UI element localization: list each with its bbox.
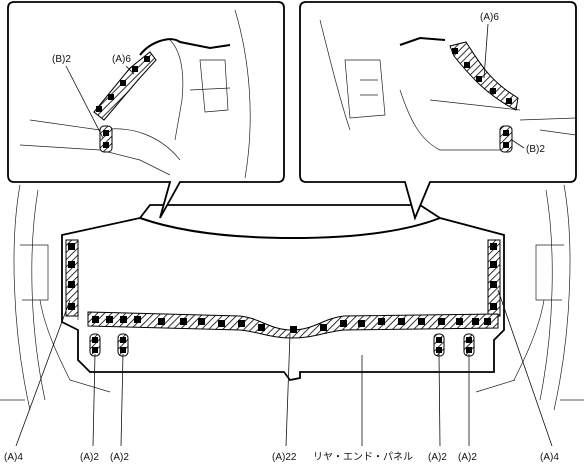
left-vertical-seal (65, 239, 79, 317)
right-vertical-seal (487, 239, 501, 317)
label-inset-left-b: (B)2 (52, 54, 71, 65)
leader-lines (15, 23, 553, 447)
horizontal-seal (87, 311, 499, 339)
callout-labels: (B)2 (A)6 (A)6 (B)2 (A)4 (A)2 (A)2 (A)22… (4, 12, 559, 463)
label-inset-right-b: (B)2 (526, 144, 545, 155)
label-left-side: (A)4 (4, 452, 23, 463)
label-bottom-a22: (A)22 (272, 452, 297, 463)
label-bottom-a2-1: (A)2 (80, 452, 99, 463)
label-right-side: (A)4 (540, 452, 559, 463)
label-inset-right-a: (A)6 (480, 12, 499, 23)
label-rear-end-panel: リヤ・エンド・パネル (313, 451, 413, 463)
left-detail-inset (7, 1, 285, 219)
label-bottom-a2-4: (A)2 (458, 452, 477, 463)
label-bottom-a2-3: (A)2 (428, 452, 447, 463)
label-inset-left-a: (A)6 (112, 54, 131, 65)
right-detail-inset (299, 1, 577, 221)
label-bottom-a2-2: (A)2 (110, 452, 129, 463)
